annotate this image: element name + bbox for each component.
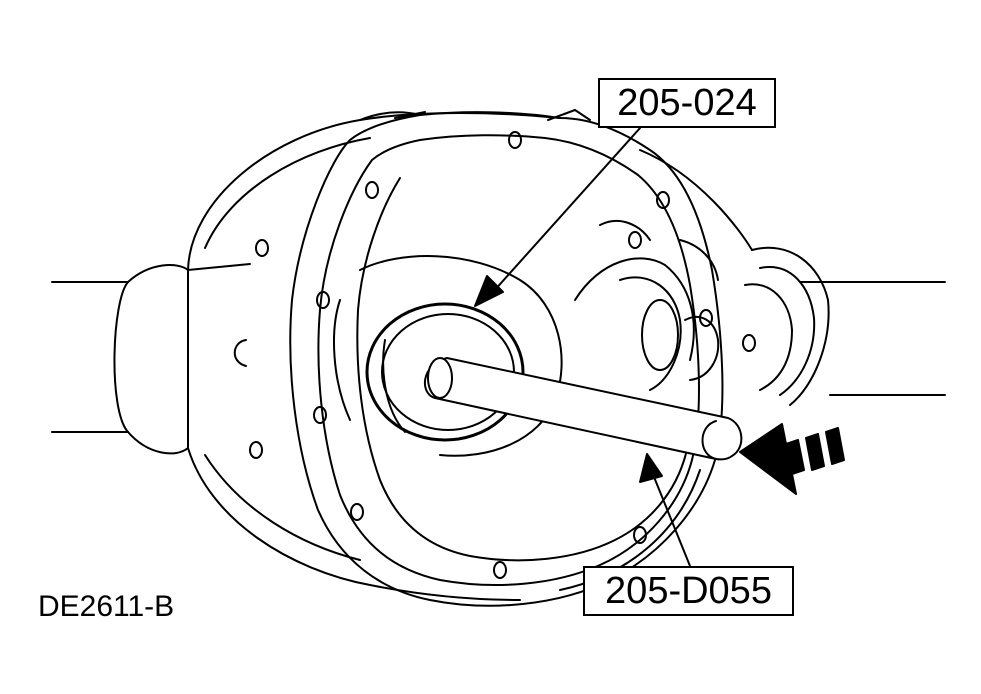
figure-identifier: DE2611-B (38, 590, 175, 623)
carrier-bore (333, 220, 720, 457)
force-direction-arrow (739, 423, 845, 495)
cover-flange (233, 109, 756, 607)
tool-number-label-upper: 205-024 (598, 78, 776, 128)
leader-arrow-upper (474, 127, 641, 307)
leader-arrow-lower (639, 453, 691, 567)
driver-handle (423, 357, 743, 461)
tool-number-upper-text: 205-024 (617, 81, 757, 124)
housing-shell (187, 112, 753, 601)
right-axle-tube (744, 246, 946, 406)
tool-number-lower-text: 205-D055 (605, 569, 772, 612)
tool-number-label-lower: 205-D055 (583, 566, 794, 616)
left-axle-tube (51, 263, 251, 455)
